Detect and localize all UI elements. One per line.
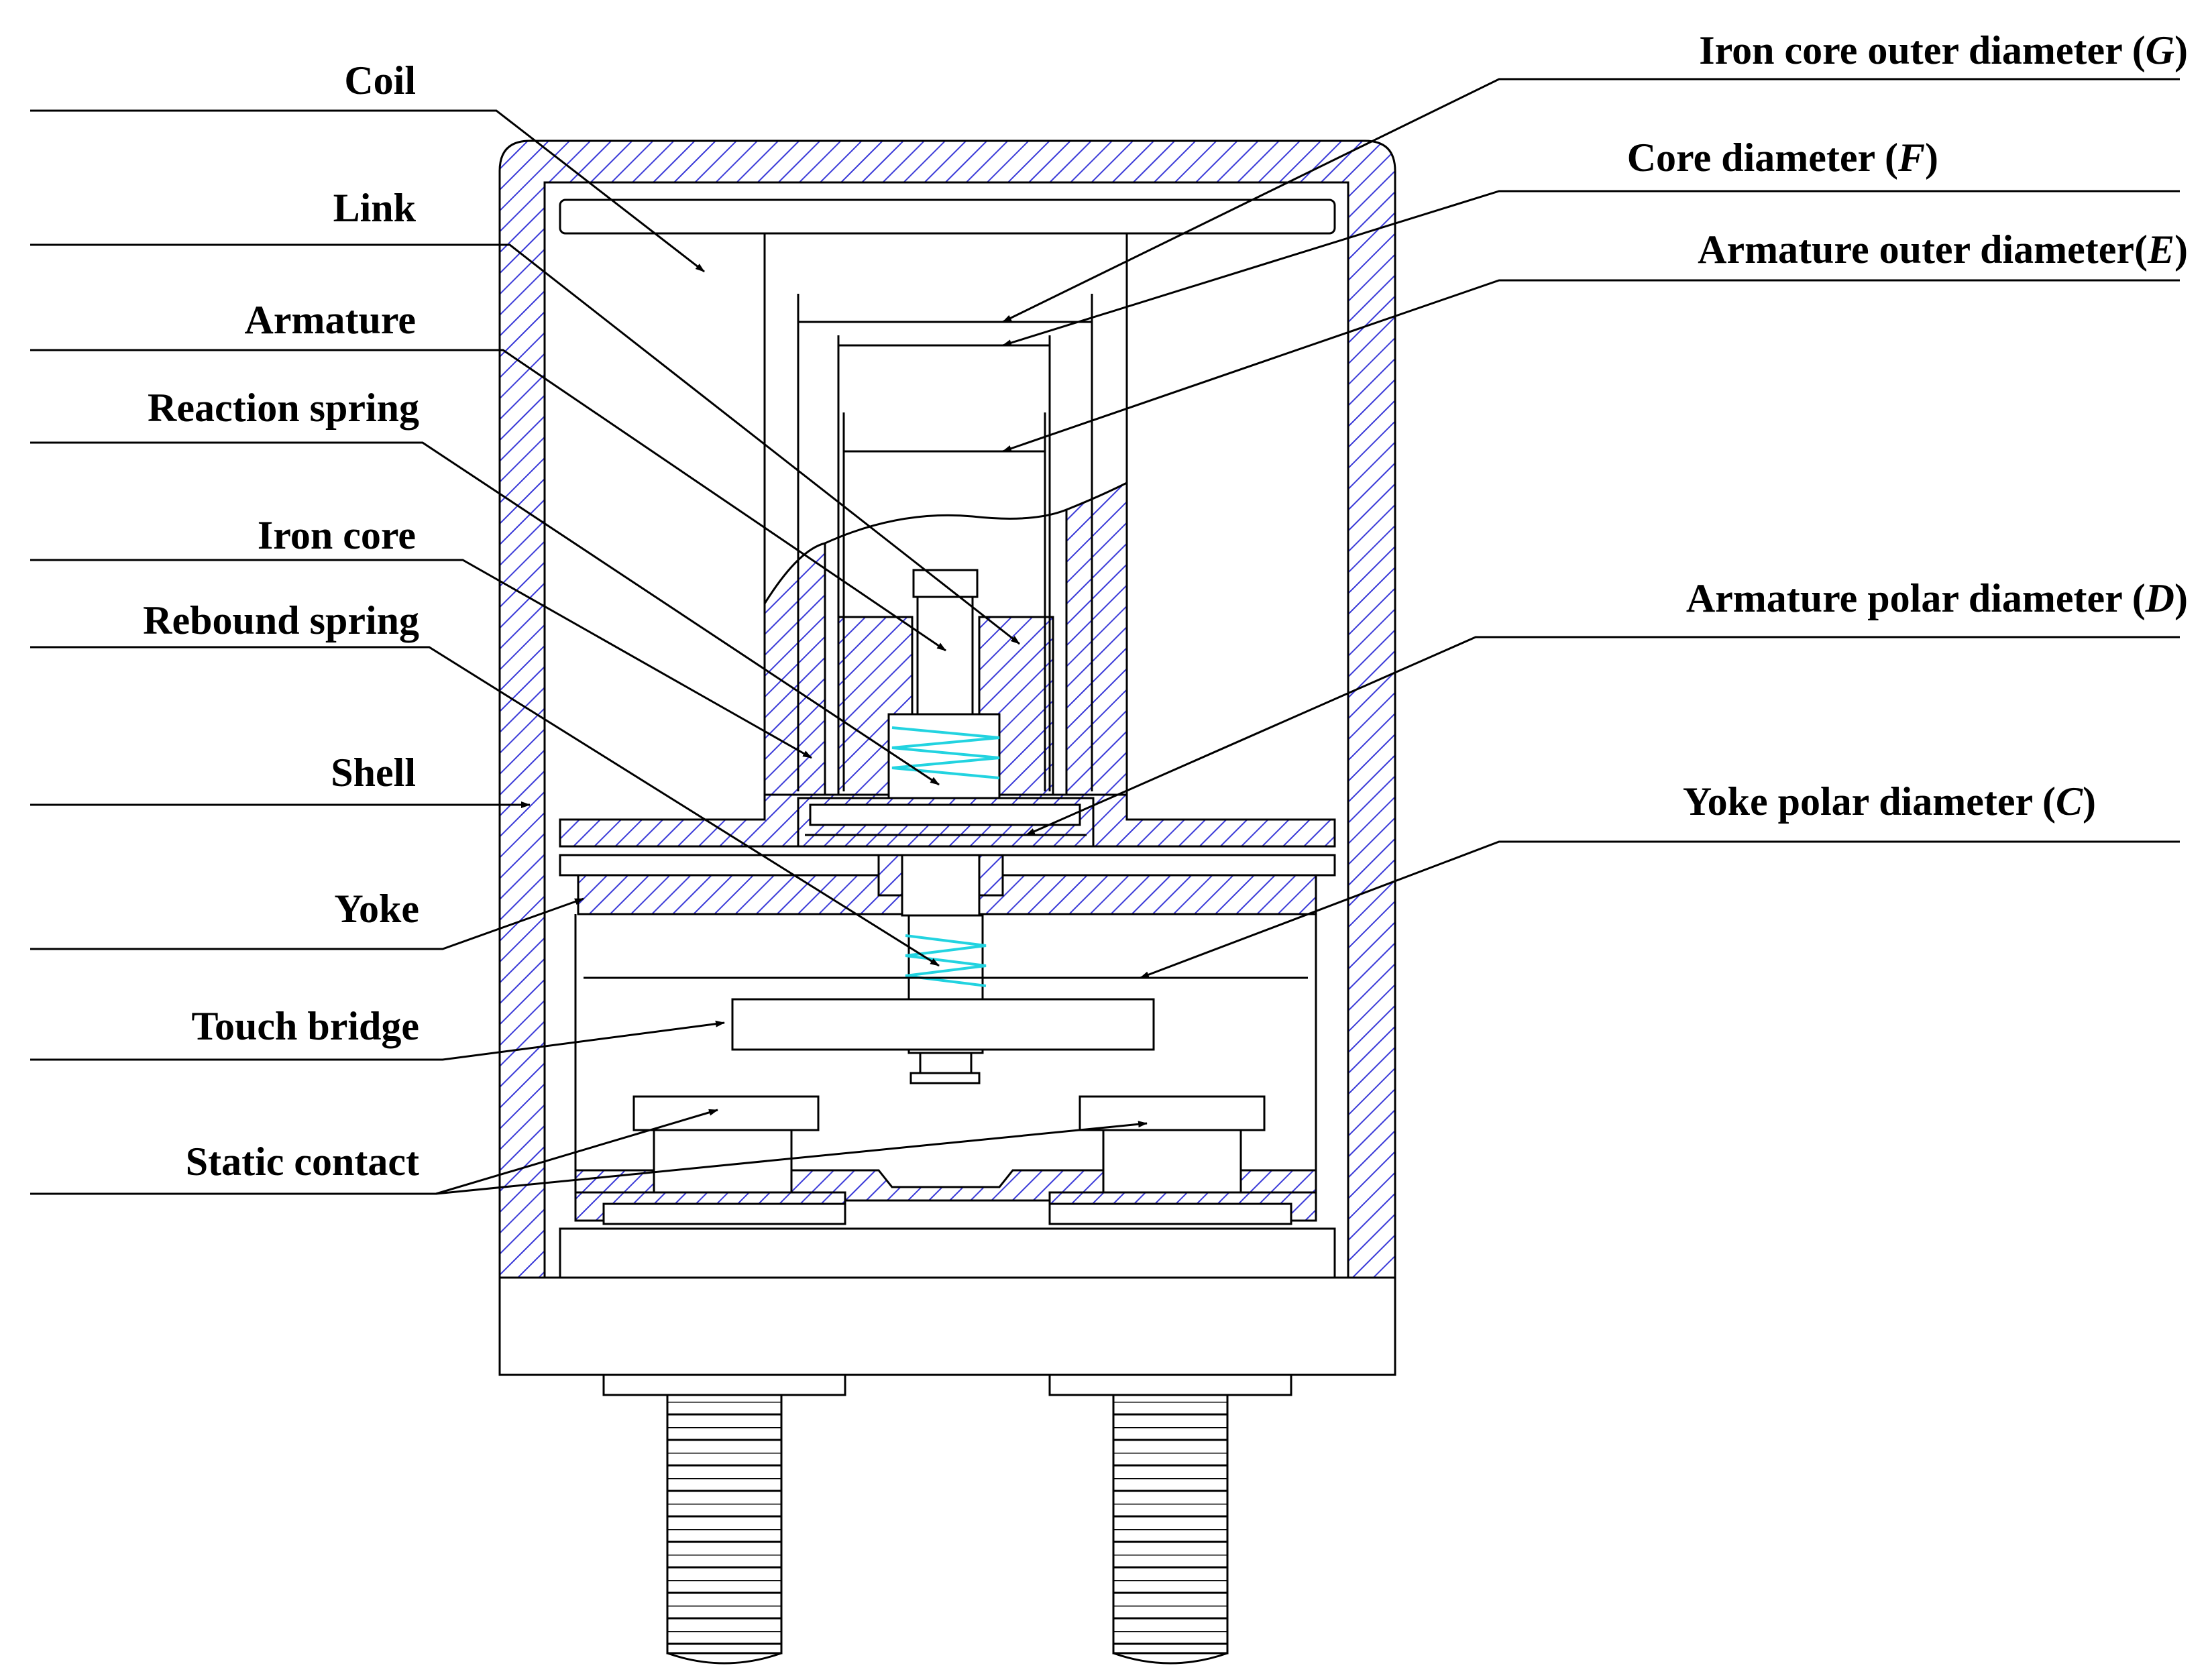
leader-g bbox=[1002, 78, 2180, 323]
left-labels: Coil Link Armature Reaction spring Iron … bbox=[143, 58, 419, 1184]
label-iron-core: Iron core bbox=[258, 513, 416, 557]
right-leaders bbox=[1002, 78, 2180, 979]
label-yoke-polar-diameter: Yoke polar diameter (C) bbox=[1683, 779, 2096, 824]
label-armature: Armature bbox=[245, 298, 416, 342]
right-labels: Iron core outer diameter (G) Core diamet… bbox=[1627, 28, 2188, 824]
leader-rebound-spring bbox=[30, 646, 940, 967]
label-yoke: Yoke bbox=[334, 887, 419, 931]
label-core-diameter: Core diameter (F) bbox=[1627, 135, 1938, 180]
leader-yoke bbox=[30, 897, 584, 950]
shell-body bbox=[498, 139, 1396, 1279]
leader-reaction-spring bbox=[30, 441, 940, 786]
base-top-plate bbox=[559, 1227, 1336, 1279]
left-leaders bbox=[30, 109, 1148, 1195]
label-static-contact: Static contact bbox=[186, 1139, 419, 1184]
leader-coil bbox=[30, 109, 705, 273]
base-block bbox=[498, 1276, 1396, 1376]
contact-base bbox=[574, 1169, 1317, 1225]
leader-e bbox=[1002, 279, 2180, 453]
leader-d bbox=[1026, 636, 2180, 836]
reaction-spring bbox=[891, 726, 1000, 779]
label-reaction-spring: Reaction spring bbox=[148, 386, 419, 430]
top-bar bbox=[559, 199, 1336, 235]
label-rebound-spring: Rebound spring bbox=[143, 598, 419, 642]
label-shell: Shell bbox=[331, 750, 416, 795]
label-armature-polar-diameter: Armature polar diameter (D) bbox=[1686, 576, 2188, 620]
label-coil: Coil bbox=[344, 58, 416, 103]
core-boundary-lines bbox=[797, 294, 1093, 791]
label-link: Link bbox=[333, 186, 417, 230]
label-iron-core-outer-diameter: Iron core outer diameter (G) bbox=[1699, 28, 2188, 72]
leader-c bbox=[1140, 840, 2180, 979]
leader-armature bbox=[30, 349, 946, 652]
touch-bridge-bar bbox=[731, 998, 1155, 1051]
terminal-screw-left bbox=[602, 1374, 846, 1665]
leader-static-contact-b bbox=[435, 1121, 1148, 1195]
leader-touch-bridge bbox=[30, 1020, 725, 1061]
leader-iron-core bbox=[30, 559, 812, 759]
label-armature-outer-diameter: Armature outer diameter(E) bbox=[1698, 227, 2188, 272]
leader-f bbox=[1002, 190, 2180, 347]
terminal-screw-right bbox=[1048, 1374, 1292, 1665]
yoke-plate bbox=[559, 854, 1336, 917]
label-touch-bridge: Touch bridge bbox=[191, 1004, 419, 1048]
leader-link bbox=[30, 243, 1020, 645]
